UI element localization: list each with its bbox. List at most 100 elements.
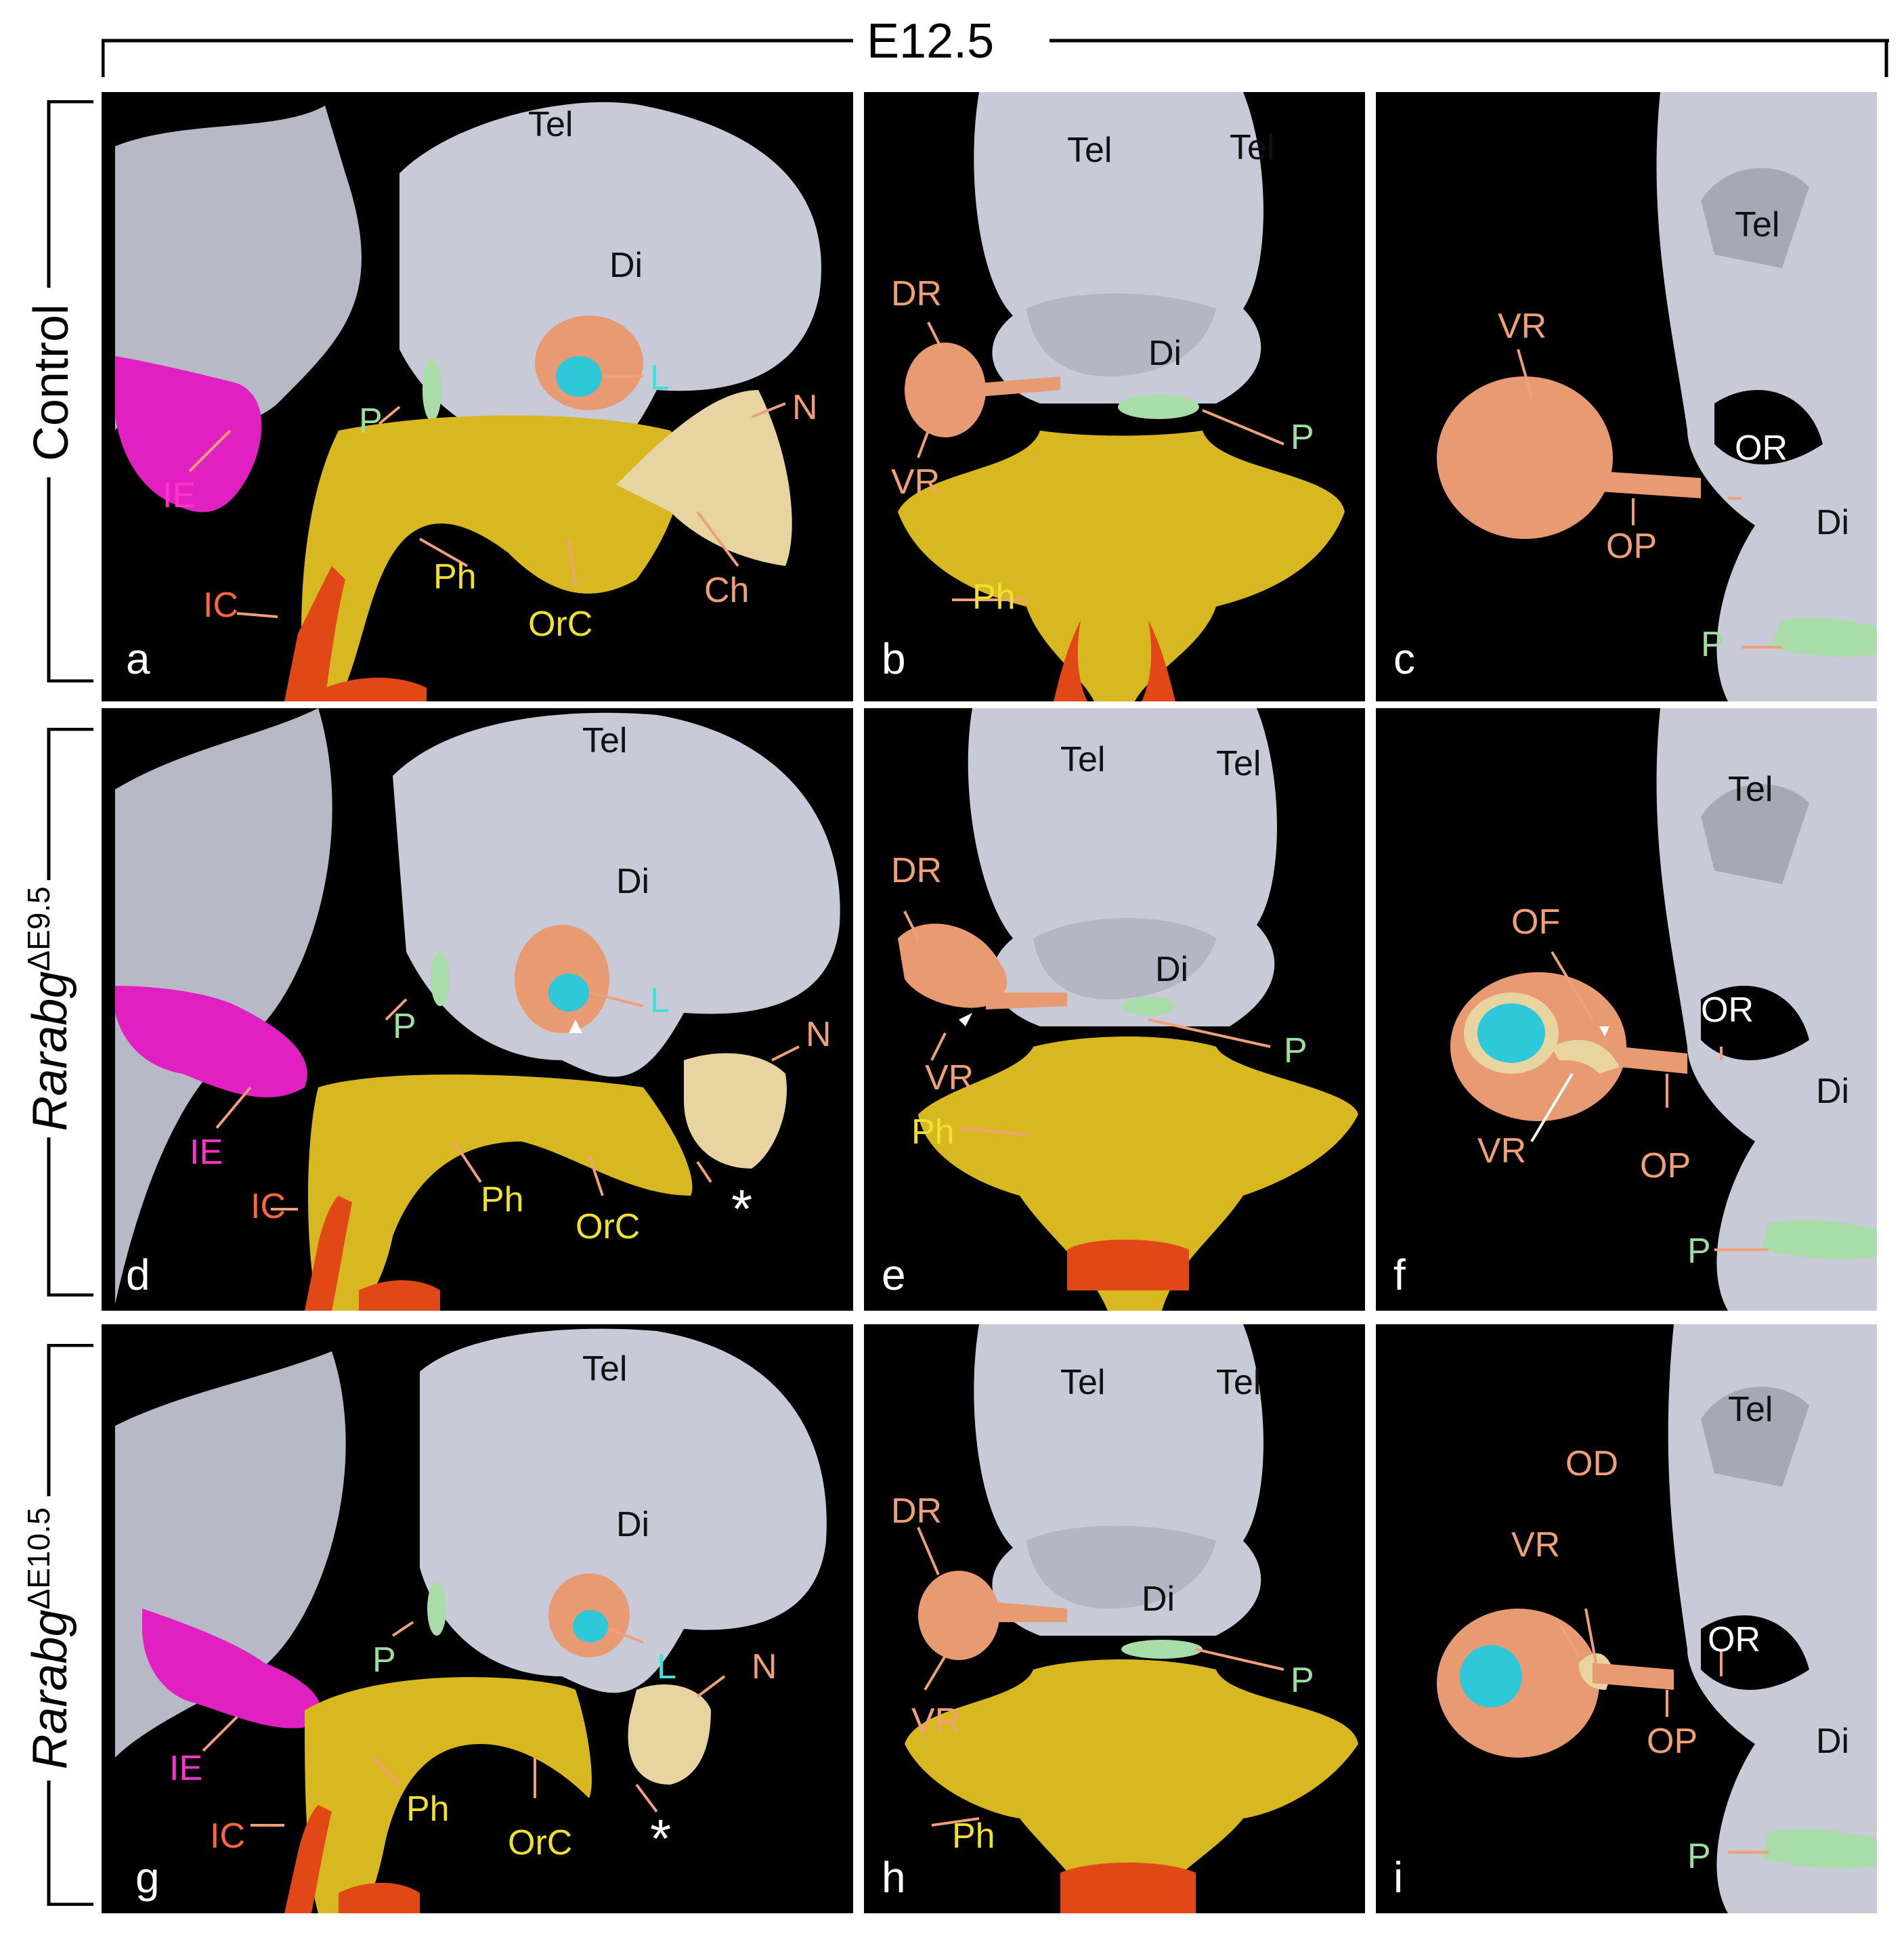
label-tel-left: Tel bbox=[1060, 1363, 1106, 1402]
label-vr: VR bbox=[1498, 307, 1547, 346]
panel-letter-i: i bbox=[1393, 1853, 1404, 1902]
label-orc: OrC bbox=[576, 1207, 641, 1246]
label-tel-right: Tel bbox=[1230, 128, 1275, 167]
panel-c-render bbox=[1437, 92, 1877, 701]
panel-letter-f: f bbox=[1393, 1250, 1406, 1299]
separator-h2 bbox=[102, 1311, 1877, 1324]
panel-h: Tel Tel DR Di VR P Ph h bbox=[864, 1324, 1365, 1913]
panel-letter-b: b bbox=[882, 634, 906, 683]
panel-a-render bbox=[115, 102, 821, 701]
panel-i-render bbox=[1437, 1324, 1877, 1913]
label-p: P bbox=[1291, 1661, 1314, 1700]
label-tel: Tel bbox=[1728, 770, 1773, 809]
label-vr: VR bbox=[1511, 1525, 1561, 1565]
panel-e-render bbox=[898, 708, 1358, 1311]
panel-letter-a: a bbox=[126, 634, 150, 683]
panel-letter-d: d bbox=[126, 1250, 150, 1299]
label-tel-left: Tel bbox=[1067, 131, 1112, 170]
label-p: P bbox=[1291, 418, 1314, 457]
panel-f: Tel OF OR Di VR OP P f bbox=[1376, 708, 1877, 1311]
label-op: OP bbox=[1647, 1722, 1698, 1761]
panel-g-render bbox=[115, 1328, 827, 1913]
label-tel-right: Tel bbox=[1216, 744, 1261, 783]
label-tel: Tel bbox=[1735, 205, 1780, 244]
label-di: Di bbox=[616, 1505, 650, 1544]
label-or: OR bbox=[1708, 1620, 1760, 1659]
label-n: N bbox=[752, 1647, 777, 1686]
label-di: Di bbox=[1142, 1579, 1175, 1619]
label-ph: Ph bbox=[406, 1789, 450, 1829]
label-op: OP bbox=[1640, 1146, 1691, 1185]
panel-d: Tel Di P L N IE Ph OrC IC * d bbox=[102, 708, 853, 1311]
label-tel-right: Tel bbox=[1216, 1363, 1261, 1402]
label-tel: Tel bbox=[582, 1349, 628, 1389]
label-orc: OrC bbox=[508, 1823, 573, 1862]
label-dr: DR bbox=[891, 274, 943, 313]
panel-a: Tel Di P L N IE Ph OrC Ch IC a bbox=[102, 92, 853, 701]
panel-d-render bbox=[115, 708, 840, 1311]
label-p: P bbox=[393, 1007, 416, 1046]
panel-letter-h: h bbox=[882, 1853, 906, 1902]
label-tel: Tel bbox=[582, 721, 628, 760]
label-ie: IE bbox=[190, 1133, 223, 1172]
label-ph: Ph bbox=[481, 1180, 524, 1219]
label-di: Di bbox=[1155, 950, 1189, 989]
figure-title: E12.5 bbox=[867, 14, 995, 68]
row-label-e95: RarabgΔE9.5 bbox=[20, 880, 88, 1137]
separator-h1 bbox=[102, 701, 1877, 708]
label-vr: VR bbox=[925, 1058, 974, 1097]
label-tel: Tel bbox=[528, 105, 574, 144]
label-l: L bbox=[650, 358, 670, 397]
label-ph: Ph bbox=[433, 557, 477, 596]
header-bracket bbox=[101, 38, 1889, 79]
label-or: OR bbox=[1701, 990, 1754, 1030]
label-di: Di bbox=[1816, 1722, 1850, 1761]
label-di: Di bbox=[1148, 334, 1182, 373]
label-di: Di bbox=[609, 246, 643, 285]
header-bracket-lines bbox=[101, 39, 1889, 77]
label-l: L bbox=[650, 981, 670, 1020]
label-l: L bbox=[657, 1647, 676, 1686]
label-orc: OrC bbox=[528, 605, 593, 644]
panel-letter-c: c bbox=[1393, 634, 1415, 683]
label-n: N bbox=[792, 388, 818, 427]
label-op: OP bbox=[1606, 527, 1658, 566]
panel-letter-g: g bbox=[135, 1853, 160, 1902]
label-di: Di bbox=[616, 862, 650, 901]
row-label-control: Control bbox=[24, 288, 85, 477]
label-p: P bbox=[1701, 625, 1725, 664]
label-n: N bbox=[806, 1015, 831, 1054]
panel-h-render bbox=[905, 1324, 1358, 1913]
label-tel-left: Tel bbox=[1060, 740, 1106, 779]
label-p: P bbox=[359, 401, 383, 441]
panel-e: Tel Tel DR Di VR P Ph e bbox=[864, 708, 1365, 1311]
label-ph: Ph bbox=[911, 1112, 955, 1152]
label-p: P bbox=[1284, 1031, 1307, 1070]
label-asterisk: * bbox=[731, 1179, 753, 1239]
label-ic: IC bbox=[251, 1187, 286, 1226]
row-label-e105: RarabgΔE10.5 bbox=[20, 1496, 88, 1781]
label-dr: DR bbox=[891, 851, 943, 890]
label-p: P bbox=[372, 1640, 396, 1680]
panel-i: Tel OD VR OR OP Di P i bbox=[1376, 1324, 1877, 1913]
label-or: OR bbox=[1735, 429, 1788, 468]
label-di: Di bbox=[1816, 503, 1850, 542]
panel-b-render bbox=[898, 92, 1345, 701]
label-vr: VR bbox=[911, 1701, 961, 1741]
label-ie: IE bbox=[163, 476, 196, 515]
label-ic: IC bbox=[210, 1816, 245, 1856]
label-dr: DR bbox=[891, 1491, 943, 1531]
label-asterisk: * bbox=[650, 1808, 672, 1869]
label-di: Di bbox=[1816, 1072, 1850, 1111]
label-ph: Ph bbox=[952, 1816, 995, 1856]
label-ie: IE bbox=[169, 1749, 203, 1788]
label-ch: Ch bbox=[704, 571, 750, 610]
panel-g: Tel Di P L N IE Ph OrC IC * g bbox=[102, 1324, 853, 1913]
label-p: P bbox=[1687, 1232, 1711, 1271]
label-vr: VR bbox=[891, 462, 940, 502]
label-od: OD bbox=[1565, 1444, 1618, 1483]
label-p: P bbox=[1687, 1837, 1711, 1876]
panel-b: Tel Tel DR Di VR P Ph b bbox=[864, 92, 1365, 701]
label-vr: VR bbox=[1477, 1131, 1527, 1171]
label-tel: Tel bbox=[1728, 1390, 1773, 1429]
